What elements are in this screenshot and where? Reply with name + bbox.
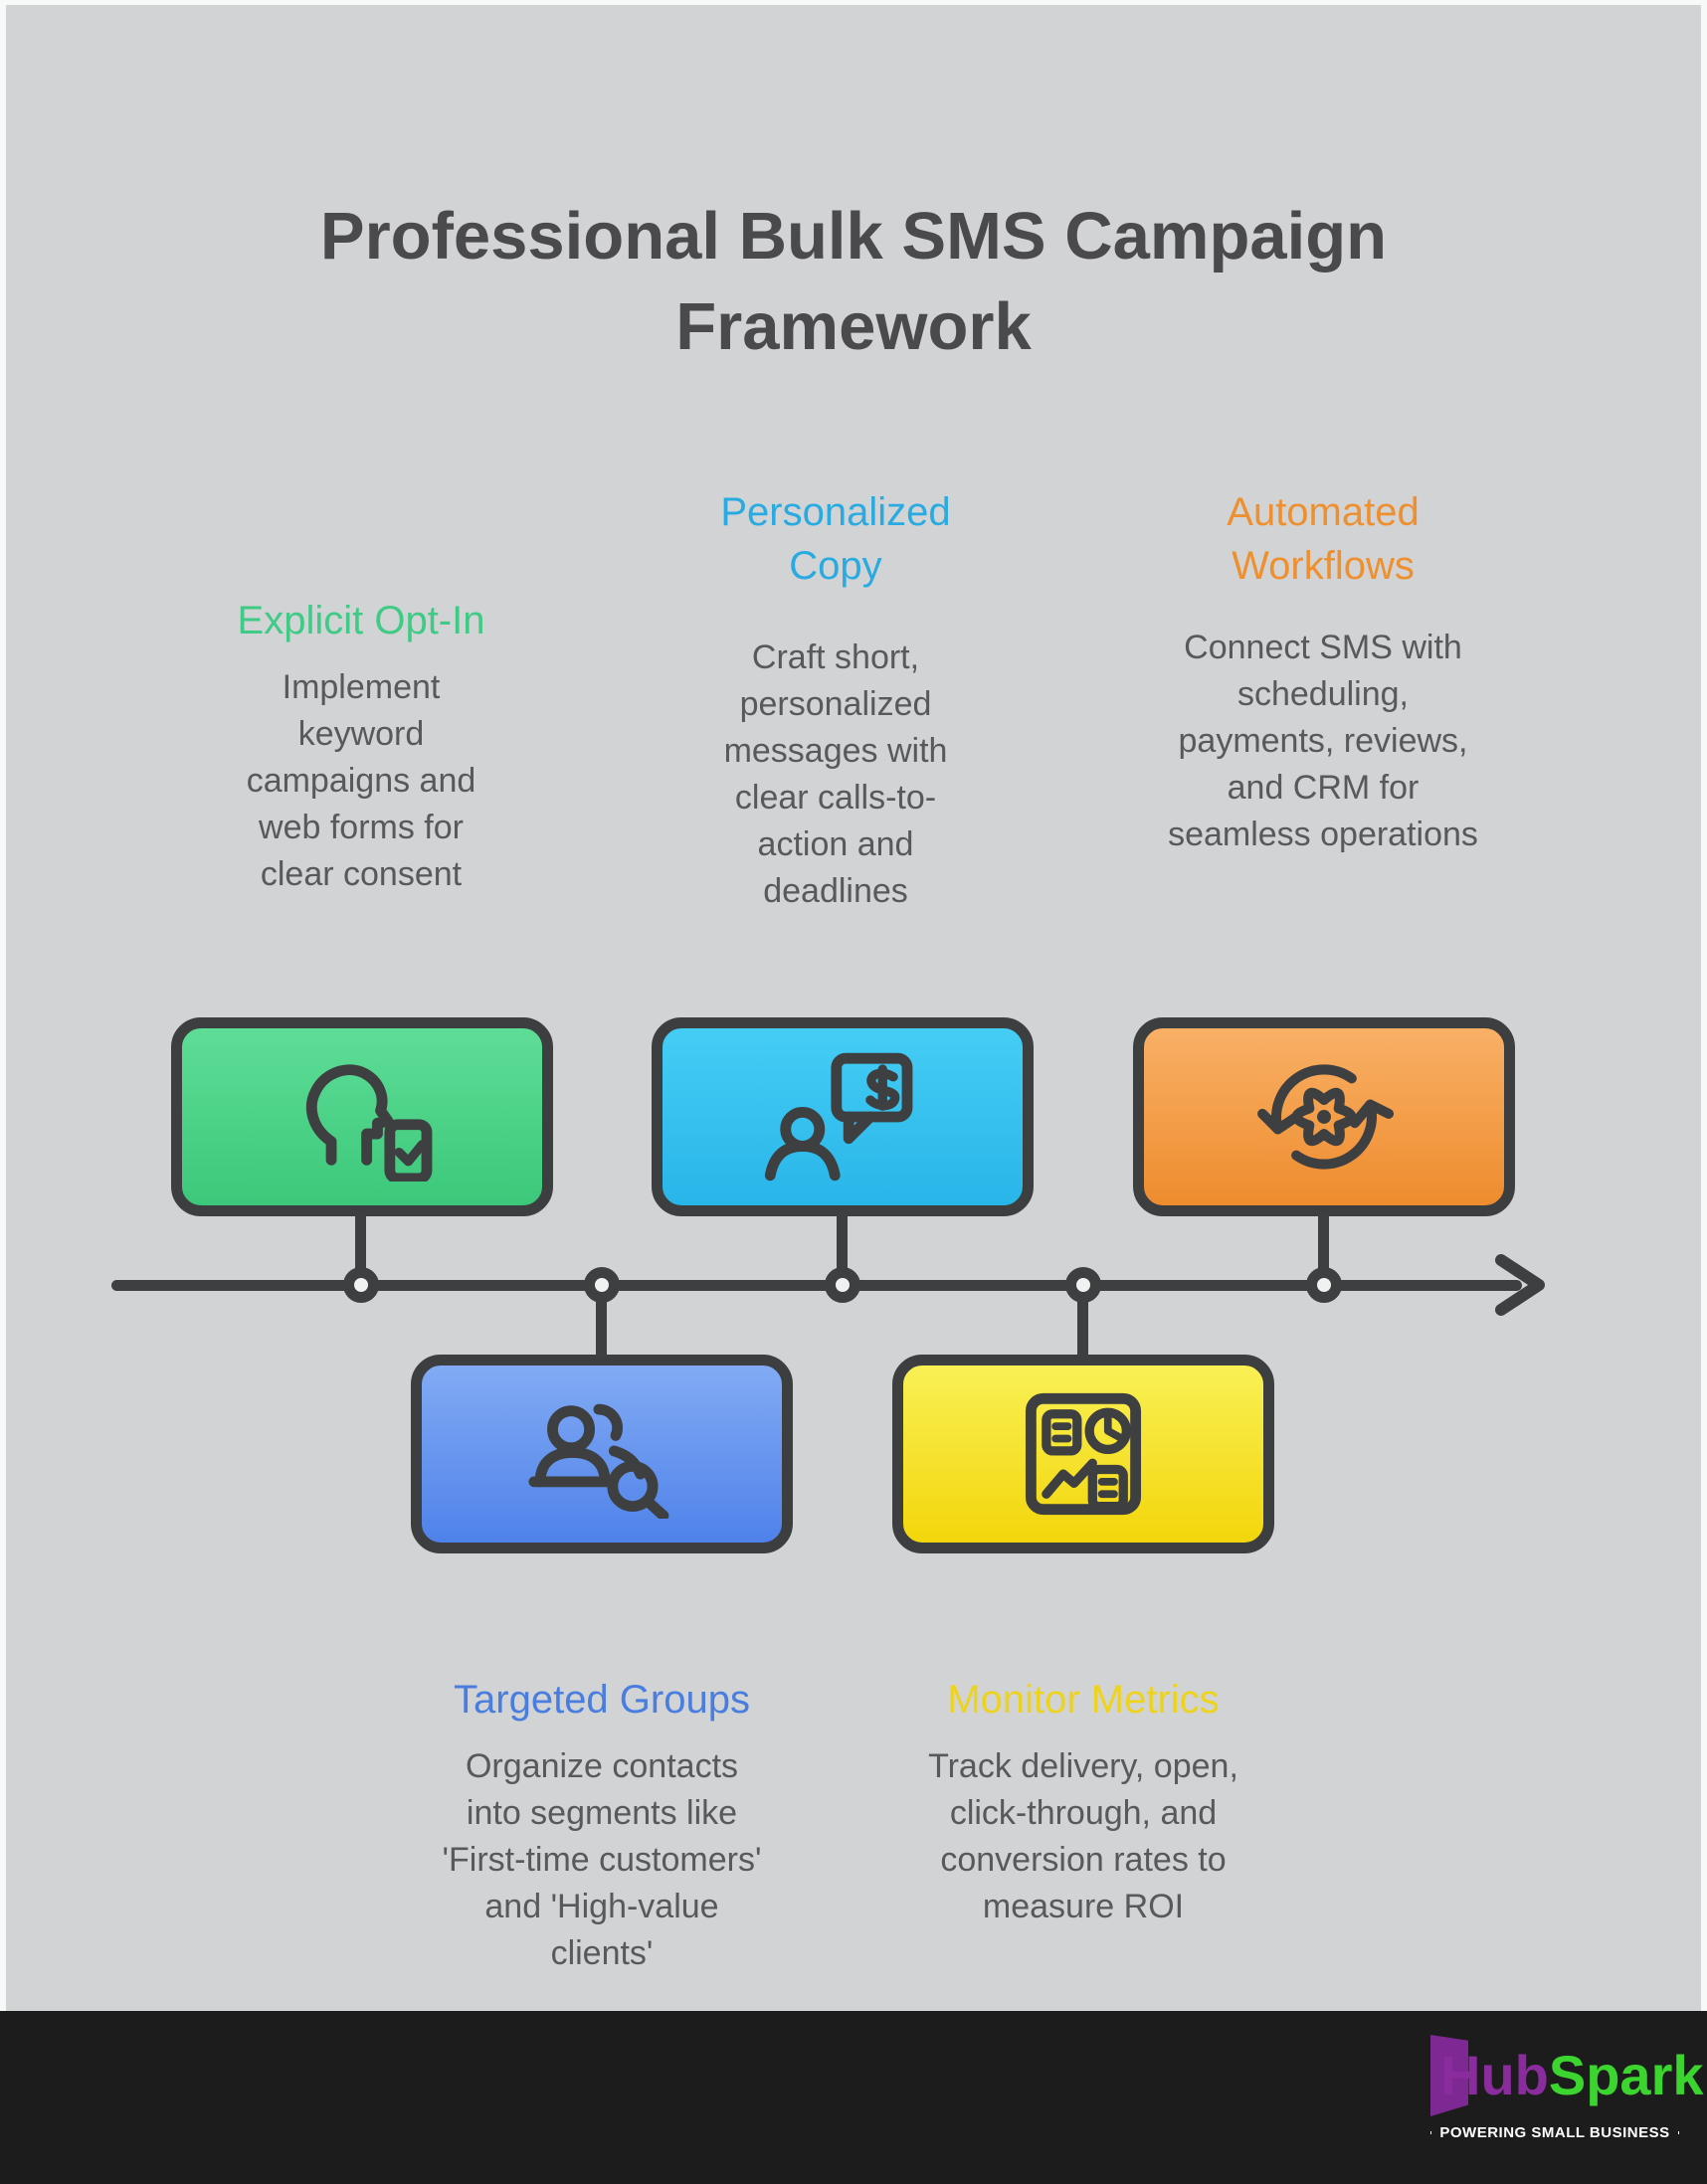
connector-monitor-metrics	[1077, 1285, 1088, 1358]
step-label-personalized-copy: Personalized Copy	[720, 490, 951, 588]
step-card-explicit-opt-in	[171, 1017, 553, 1216]
tagline-dash-left	[1430, 2131, 1432, 2134]
step-card-targeted-groups	[411, 1355, 793, 1553]
timeline-node-3	[825, 1267, 860, 1303]
step-card-automated-workflows	[1133, 1017, 1515, 1216]
connector-automated-workflows	[1318, 1213, 1329, 1288]
timeline-arrowhead-icon	[1495, 1254, 1545, 1316]
footer-bar: HubSpark POWERING SMALL BUSINESS	[0, 2011, 1707, 2184]
step-desc-personalized-copy: Craft short, personalized messages with …	[723, 638, 948, 910]
gear-sync-arrows-icon	[1257, 1064, 1395, 1170]
hubspark-logo: HubSpark POWERING SMALL BUSINESS	[1430, 2029, 1704, 2168]
step-desc-monitor-metrics: Track delivery, open, click-through, and…	[928, 1747, 1238, 1925]
logo-spark-text: Spark	[1548, 2044, 1704, 2106]
logo-tagline: POWERING SMALL BUSINESS	[1430, 2124, 1679, 2141]
page-title: Professional Bulk SMS Campaign Framework	[319, 199, 1388, 364]
step-desc-automated-workflows: Connect SMS with scheduling, payments, r…	[1168, 629, 1478, 853]
head-with-phone-check-icon	[305, 1064, 433, 1182]
timeline-line	[111, 1280, 1522, 1291]
step-card-monitor-metrics	[892, 1355, 1274, 1553]
gray-background-panel	[6, 5, 1701, 2011]
step-card-personalized-copy	[652, 1017, 1034, 1216]
step-desc-targeted-groups: Organize contacts into segments like 'Fi…	[442, 1747, 762, 1972]
step-label-explicit-opt-in: Explicit Opt-In	[237, 599, 485, 642]
logo-hub-text: Hub	[1440, 2044, 1549, 2106]
dashboard-metrics-icon	[1025, 1392, 1142, 1516]
timeline-node-2	[584, 1267, 620, 1303]
step-desc-explicit-opt-in: Implement keyword campaigns and web form…	[246, 668, 476, 893]
logo-wordmark: HubSpark	[1440, 2043, 1704, 2107]
step-label-targeted-groups: Targeted Groups	[454, 1678, 750, 1722]
timeline-node-4	[1065, 1267, 1101, 1303]
timeline-node-1	[343, 1267, 379, 1303]
people-with-magnifier-icon	[528, 1403, 669, 1519]
logo-flag-icon	[1430, 2035, 1468, 2116]
tagline-dash-right	[1677, 2131, 1679, 2134]
connector-opt-in	[355, 1213, 366, 1288]
connector-targeted-groups	[596, 1285, 607, 1358]
tagline-text: POWERING SMALL BUSINESS	[1439, 2124, 1670, 2141]
step-label-automated-workflows: Automated Workflows	[1227, 490, 1420, 588]
connector-personalized-copy	[837, 1213, 848, 1288]
timeline-node-5	[1306, 1267, 1342, 1303]
person-with-dollar-message-icon	[764, 1052, 913, 1182]
step-label-monitor-metrics: Monitor Metrics	[947, 1678, 1220, 1722]
